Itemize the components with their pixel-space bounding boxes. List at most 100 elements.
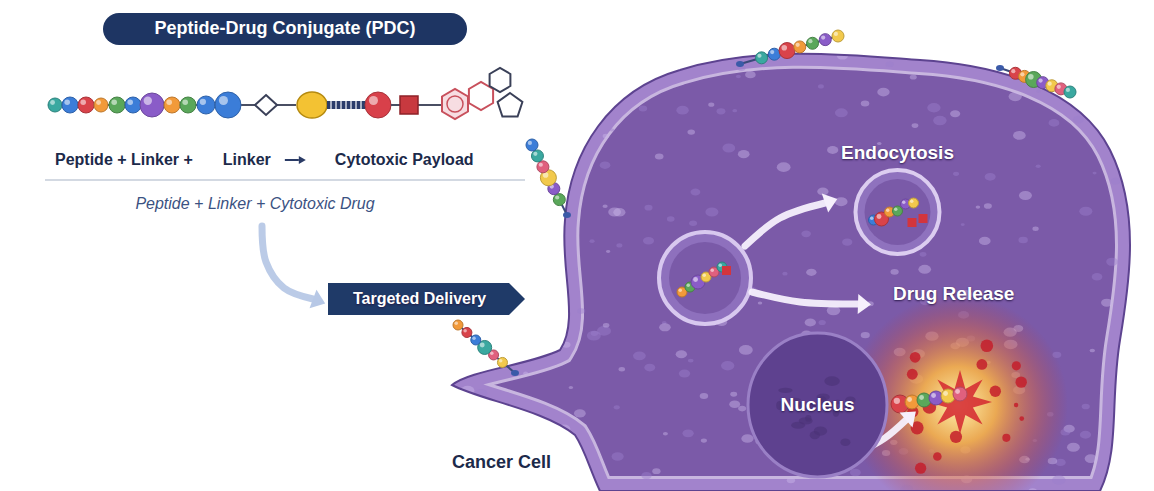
- peptide-bead: [553, 194, 565, 206]
- vesicle-lumen: [864, 179, 930, 245]
- cytoplasm-speck: [801, 231, 811, 238]
- bead-highlight: [955, 389, 960, 394]
- formula-caption: Peptide + Linker + Cytotoxic Drug: [135, 194, 374, 213]
- bead-highlight: [679, 289, 683, 293]
- cytoplasm-speck: [738, 406, 746, 412]
- bead-highlight: [533, 152, 537, 156]
- cytoplasm-speck: [1067, 443, 1080, 452]
- payload-splatter: [933, 452, 942, 461]
- cytoplasm-speck: [619, 367, 625, 372]
- cytoplasm-speck: [610, 128, 614, 131]
- cytoplasm-speck: [918, 265, 931, 274]
- cytoplasm-speck: [569, 386, 573, 389]
- cytoplasm-speck: [652, 468, 660, 474]
- cytoplasm-speck: [587, 331, 601, 341]
- peptide-bead: [462, 327, 472, 337]
- receptor-anchor: [511, 370, 519, 376]
- cytoplasm-speck: [606, 250, 610, 253]
- formula-arrow-head: [299, 156, 306, 164]
- cytoplasm-speck: [567, 148, 572, 152]
- cytoplasm-speck: [676, 106, 688, 115]
- bead-highlight: [200, 99, 206, 105]
- drug-ring-aromatic: [447, 96, 463, 112]
- peptide-bead: [78, 97, 94, 113]
- cytoplasm-speck: [553, 94, 564, 102]
- bead-highlight: [687, 284, 691, 288]
- chain-stalk: [532, 145, 567, 215]
- formula-part: Peptide + Linker +: [55, 150, 193, 169]
- bead-highlight: [499, 359, 503, 363]
- linker-tick: [335, 101, 336, 109]
- cytoplasm-speck: [708, 103, 714, 107]
- cytoplasm-speck: [577, 308, 585, 314]
- cytoplasm-speck: [589, 239, 594, 243]
- bead-highlight: [472, 336, 476, 340]
- chromatin-speck: [799, 417, 813, 424]
- cytoplasm-speck: [655, 154, 664, 160]
- bead-highlight: [808, 39, 812, 43]
- formula-part: Cytotoxic Payload: [335, 150, 474, 169]
- payload-splatter: [950, 431, 962, 443]
- receptor-anchor: [996, 65, 1004, 71]
- bead-highlight: [463, 329, 467, 333]
- cytoplasm-speck: [910, 75, 917, 80]
- cytoplasm-speck: [1120, 415, 1128, 421]
- bead-highlight: [1011, 69, 1015, 73]
- cytoplasm-speck: [1126, 106, 1138, 114]
- bead-highlight: [111, 99, 117, 105]
- cytoplasm-speck: [787, 477, 795, 483]
- cytoplasm-speck: [736, 75, 741, 78]
- cytoplasm-speck: [676, 350, 687, 358]
- peptide-bead: [215, 92, 241, 118]
- peptide-bead: [908, 198, 918, 208]
- payload-splatter: [1019, 416, 1024, 421]
- nucleus: Nucleus: [745, 330, 890, 480]
- peptide-bead: [109, 97, 125, 113]
- linker-diamond: [255, 95, 277, 115]
- payload-block: [400, 96, 418, 114]
- cytoplasm-speck: [904, 51, 914, 58]
- cytoplasm-speck: [1135, 243, 1144, 249]
- cytoplasm-speck: [659, 323, 671, 331]
- payload-splatter: [1016, 376, 1027, 387]
- cytoplasm-speck: [558, 133, 568, 140]
- cytoplasm-speck: [835, 197, 848, 206]
- formula-part: Linker: [223, 150, 271, 169]
- peptide-bead: [832, 30, 844, 42]
- cytoplasm-speck: [516, 115, 527, 122]
- cytoplasm-speck: [950, 110, 960, 117]
- linker-bead: [297, 92, 327, 118]
- cytoplasm-speck: [730, 392, 737, 397]
- peptide-bead: [794, 41, 806, 53]
- payload-block: [722, 266, 731, 275]
- delivery-banner: Targeted Delivery: [328, 283, 525, 315]
- bead-highlight: [80, 99, 86, 105]
- cytoplasm-speck: [468, 254, 474, 258]
- cytoplasm-speck: [1122, 444, 1133, 452]
- cytoplasm-speck: [476, 361, 487, 369]
- payload-splatter: [1014, 403, 1018, 407]
- peptide-bead: [365, 92, 391, 118]
- cytoplasm-speck: [818, 320, 825, 325]
- peptide-bead: [140, 93, 164, 117]
- bead-highlight: [64, 99, 70, 105]
- cytoplasm-speck: [1127, 377, 1135, 382]
- cytoplasm-speck: [540, 221, 544, 224]
- linker-tick: [340, 101, 341, 109]
- bead-highlight: [539, 163, 543, 167]
- cytoplasm-speck: [729, 400, 740, 408]
- cytoplasm-speck: [758, 301, 763, 304]
- cytoplasm-speck: [644, 205, 652, 211]
- cytoplasm-speck: [1093, 172, 1097, 175]
- cytoplasm-speck: [689, 220, 697, 226]
- cytoplasm-speck: [641, 472, 651, 479]
- payload-block: [918, 214, 927, 223]
- payload-splatter: [976, 359, 987, 370]
- cytoplasm-speck: [933, 116, 946, 125]
- cytoplasm-speck: [608, 208, 621, 217]
- cytoplasm-speck: [591, 331, 598, 336]
- cytoplasm-speck: [700, 393, 709, 399]
- cytoplasm-speck: [818, 84, 824, 88]
- cytoplasm-speck: [873, 39, 884, 47]
- bead-highlight: [369, 96, 378, 105]
